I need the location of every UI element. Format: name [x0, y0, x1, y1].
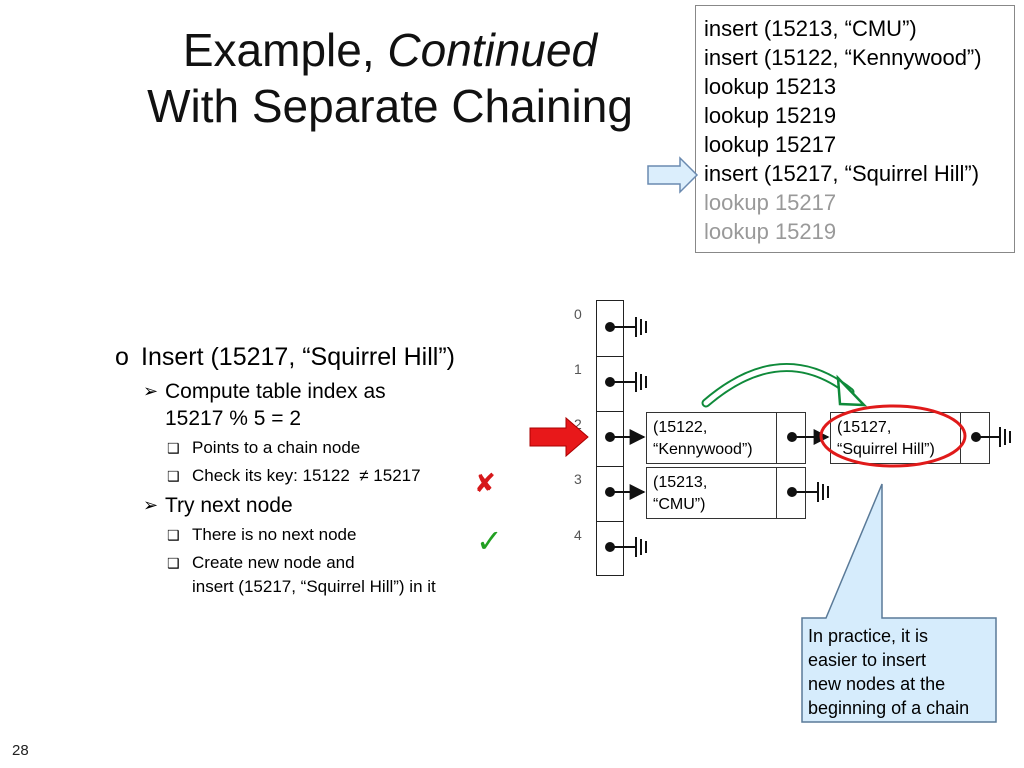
box-bullet-icon: ❑: [167, 440, 180, 456]
operation-line: insert (15122, “Kennywood”): [704, 45, 982, 70]
bullet-level3: ❑ There is no next node: [167, 523, 585, 547]
current-op-arrow: [647, 156, 699, 194]
slide-title: Example, Continued With Separate Chainin…: [110, 22, 670, 134]
node-key-line: (15213,: [653, 474, 708, 491]
null-pointer-4: [605, 537, 647, 557]
title-line2: With Separate Chaining: [147, 80, 633, 132]
page-number: 28: [12, 742, 29, 759]
null-pointer-squirrel-hill: [971, 427, 1011, 447]
bullet-marker: o: [115, 343, 129, 371]
callout-shape: [801, 483, 997, 723]
box-bullet-icon: ❑: [167, 555, 180, 571]
cell-divider: [597, 411, 623, 412]
box-bullet-icon: ❑: [167, 468, 180, 484]
callout-line: easier to insert: [808, 650, 927, 670]
node-key: (15127, “Squirrel Hill”): [831, 413, 961, 463]
node-key: (15122, “Kennywood”): [647, 413, 777, 463]
bullet-text: Insert (15217, “Squirrel Hill”): [141, 343, 455, 371]
cross-icon: ✘: [474, 468, 496, 498]
null-pointer-1: [605, 372, 647, 392]
cell-divider: [597, 356, 623, 357]
callout-line: beginning of a chain: [808, 698, 970, 718]
operation-line-pending: lookup 15217: [704, 190, 837, 215]
table-index: 2: [574, 416, 582, 432]
table-index: 1: [574, 361, 582, 377]
node-key-line: “CMU”): [653, 496, 706, 513]
operation-line: lookup 15219: [704, 103, 837, 128]
table-index: 4: [574, 527, 582, 543]
node-key: (15213, “CMU”): [647, 468, 777, 518]
chain-node-cmu: (15213, “CMU”): [646, 467, 806, 519]
table-index: 3: [574, 471, 582, 487]
operation-line: lookup 15217: [704, 132, 837, 157]
operation-line-pending: lookup 15219: [704, 219, 837, 244]
node-key-line: “Kennywood”): [653, 441, 753, 458]
bullet-text: Points to a chain node: [192, 438, 361, 457]
bullet-level1: o Insert (15217, “Squirrel Hill”): [115, 340, 585, 374]
box-bullet-icon: ❑: [167, 527, 180, 543]
cell-divider: [597, 521, 623, 522]
check-icon: ✓: [476, 523, 503, 559]
bullet-text: Compute table index as: [165, 380, 386, 403]
table-index: 0: [574, 306, 582, 322]
cell-divider: [597, 466, 623, 467]
callout-note: In practice, it is easier to insert new …: [802, 618, 996, 722]
callout-line: new nodes at the: [808, 674, 946, 694]
bullet-level3: ❑ Create new node and insert (15217, “Squ…: [167, 551, 585, 599]
bullet-text: insert (15217, “Squirrel Hill”) in it: [192, 577, 436, 596]
chain-node-kennywood: (15122, “Kennywood”): [646, 412, 806, 464]
bullet-level3: ❑ Points to a chain node: [167, 436, 585, 460]
node-key-line: (15127,: [837, 419, 892, 436]
bullet-text: Try next node: [165, 494, 293, 517]
bullet-level2: ➢ Try next node: [143, 492, 585, 519]
title-plain: Example,: [182, 24, 388, 76]
title-italic: Continued: [387, 24, 598, 76]
arrow-bullet-icon: ➢: [143, 381, 159, 401]
bullet-text: There is no next node: [192, 525, 357, 544]
bullet-level2: ➢ Compute table index as 15217 % 5 = 2: [143, 378, 585, 432]
new-node-highlight: [819, 404, 967, 468]
pointer-arrow-3: [605, 484, 646, 500]
bullet-list: o Insert (15217, “Squirrel Hill”) ➢ Comp…: [115, 340, 585, 599]
bullet-text: Check its key: 15122 ≠ 15217: [192, 466, 421, 485]
red-index-arrow: [529, 416, 589, 458]
pointer-arrow-2: [605, 429, 646, 445]
null-pointer-0: [605, 317, 647, 337]
callout-line: In practice, it is: [808, 626, 929, 646]
arrow-bullet-icon: ➢: [143, 495, 159, 515]
operation-line: insert (15213, “CMU”): [704, 16, 917, 41]
node-key-line: “Squirrel Hill”): [837, 441, 935, 458]
bullet-text: 15217 % 5 = 2: [165, 407, 302, 430]
bullet-level3: ❑ Check its key: 15122 ≠ 15217: [167, 464, 585, 488]
operations-box: insert (15213, “CMU”) insert (15122, “Ke…: [695, 5, 1015, 253]
operation-line-current: insert (15217, “Squirrel Hill”): [704, 161, 980, 186]
chain-node-squirrel-hill: (15127, “Squirrel Hill”): [830, 412, 990, 464]
operation-line: lookup 15213: [704, 74, 837, 99]
null-pointer-cmu: [787, 482, 829, 502]
bullet-text: Create new node and: [192, 553, 355, 572]
node-key-line: (15122,: [653, 419, 708, 436]
